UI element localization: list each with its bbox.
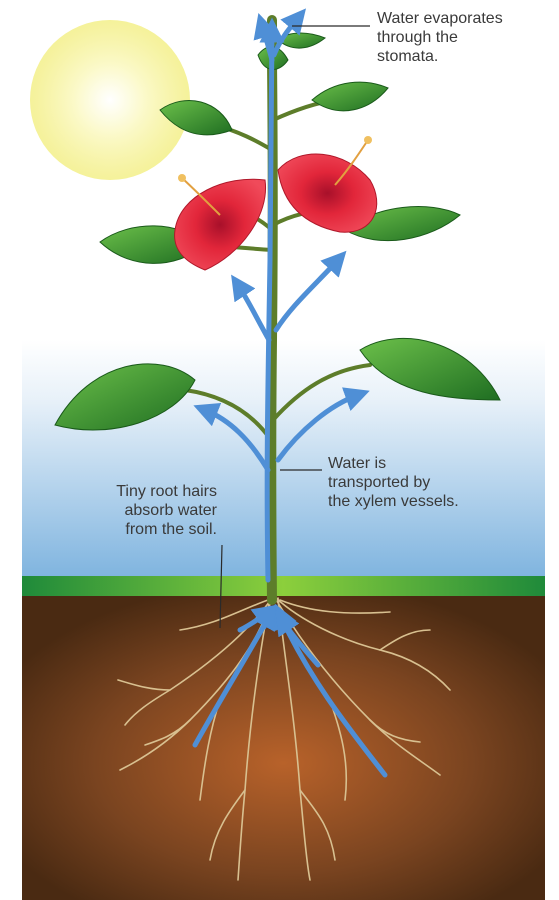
label-xylem: Water is transported by the xylem vessel…: [328, 454, 459, 511]
label-stomata: Water evaporates through the stomata.: [377, 9, 503, 66]
flower-left: [175, 174, 266, 270]
label-root-hairs: Tiny root hairs absorb water from the so…: [116, 482, 217, 539]
grass-strip: [22, 576, 545, 596]
sun: [30, 20, 190, 180]
